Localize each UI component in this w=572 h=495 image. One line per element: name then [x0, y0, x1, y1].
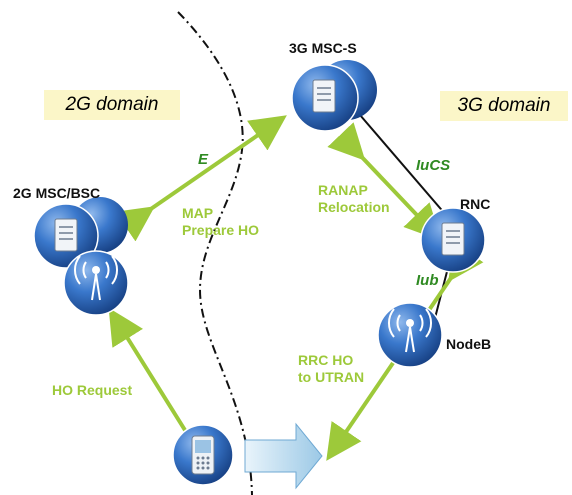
arrow-ho-request: [108, 307, 190, 437]
rrc-label-line1: RRC HO: [298, 352, 354, 368]
interface-e-label: E: [198, 151, 209, 168]
nodeb-label: NodeB: [446, 336, 492, 352]
map-label-line2: Prepare HO: [182, 222, 260, 238]
ranap-label-line2: Relocation: [318, 199, 390, 215]
movement-arrow: [244, 422, 323, 490]
ranap-label-line1: RANAP: [318, 182, 368, 198]
domain-boundary: [177, 11, 253, 495]
domain-3g-label: 3G domain: [440, 91, 568, 121]
arrow-map: [115, 115, 287, 242]
mobile-terminal: [172, 424, 234, 486]
nodeb-node: [377, 302, 443, 368]
ranap-label: RANAP Relocation: [318, 182, 390, 216]
interface-iub-label: Iub: [416, 272, 439, 289]
msc-bsc-label: 2G MSC/BSC: [13, 185, 101, 201]
msc-s-label: 3G MSC-S: [289, 40, 357, 56]
domain-2g-label: 2G domain: [44, 90, 180, 120]
ho-request-label: HO Request: [52, 382, 133, 398]
arrow-ranap: [327, 122, 442, 241]
map-label: MAP Prepare HO: [182, 205, 259, 239]
rnc-label: RNC: [460, 196, 491, 212]
msc-s-node: [291, 60, 377, 132]
rrc-label-line2: to UTRAN: [298, 369, 365, 385]
interface-iucs-label: IuCS: [416, 157, 451, 174]
map-label-line1: MAP: [182, 205, 214, 221]
rnc-node: [420, 207, 486, 273]
rrc-label: RRC HO to UTRAN: [298, 352, 364, 386]
msc-bsc-node: [33, 197, 129, 316]
